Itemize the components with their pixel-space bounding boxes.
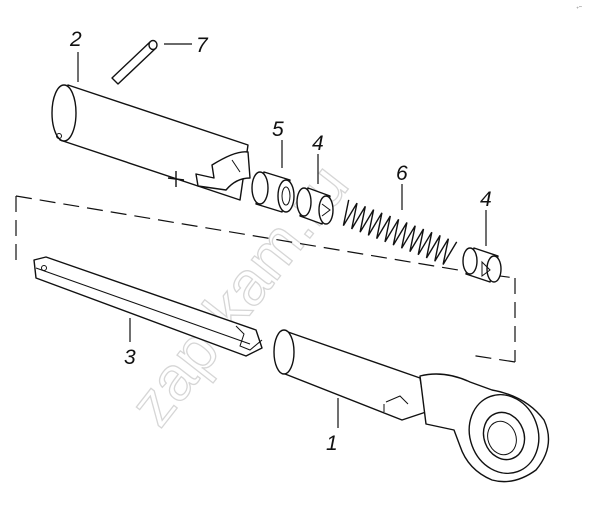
part-5-bushing: [251, 171, 295, 213]
part-1-rod-end: [273, 329, 550, 483]
part-2-tube-housing: [51, 84, 251, 201]
leader-lines: [77, 43, 487, 428]
part-number-labels: 2 7 5 4 6 4 3 1: [69, 28, 492, 455]
corner-mark: ᐩ˜: [576, 5, 582, 14]
part-4-seat-left: [296, 187, 334, 225]
label-part-3: 3: [124, 346, 136, 369]
label-part-2: 2: [69, 28, 82, 51]
part-7-pin: [111, 39, 158, 85]
part-6-spring: [342, 199, 458, 265]
part-4-seat-right: [462, 247, 502, 283]
label-part-6: 6: [396, 162, 408, 185]
label-part-4-right: 4: [480, 188, 492, 211]
label-part-4-left: 4: [312, 132, 324, 155]
label-part-5: 5: [272, 118, 284, 141]
label-part-7: 7: [196, 34, 209, 57]
part-3-flat-rod: [33, 256, 263, 357]
label-part-1: 1: [326, 432, 338, 455]
